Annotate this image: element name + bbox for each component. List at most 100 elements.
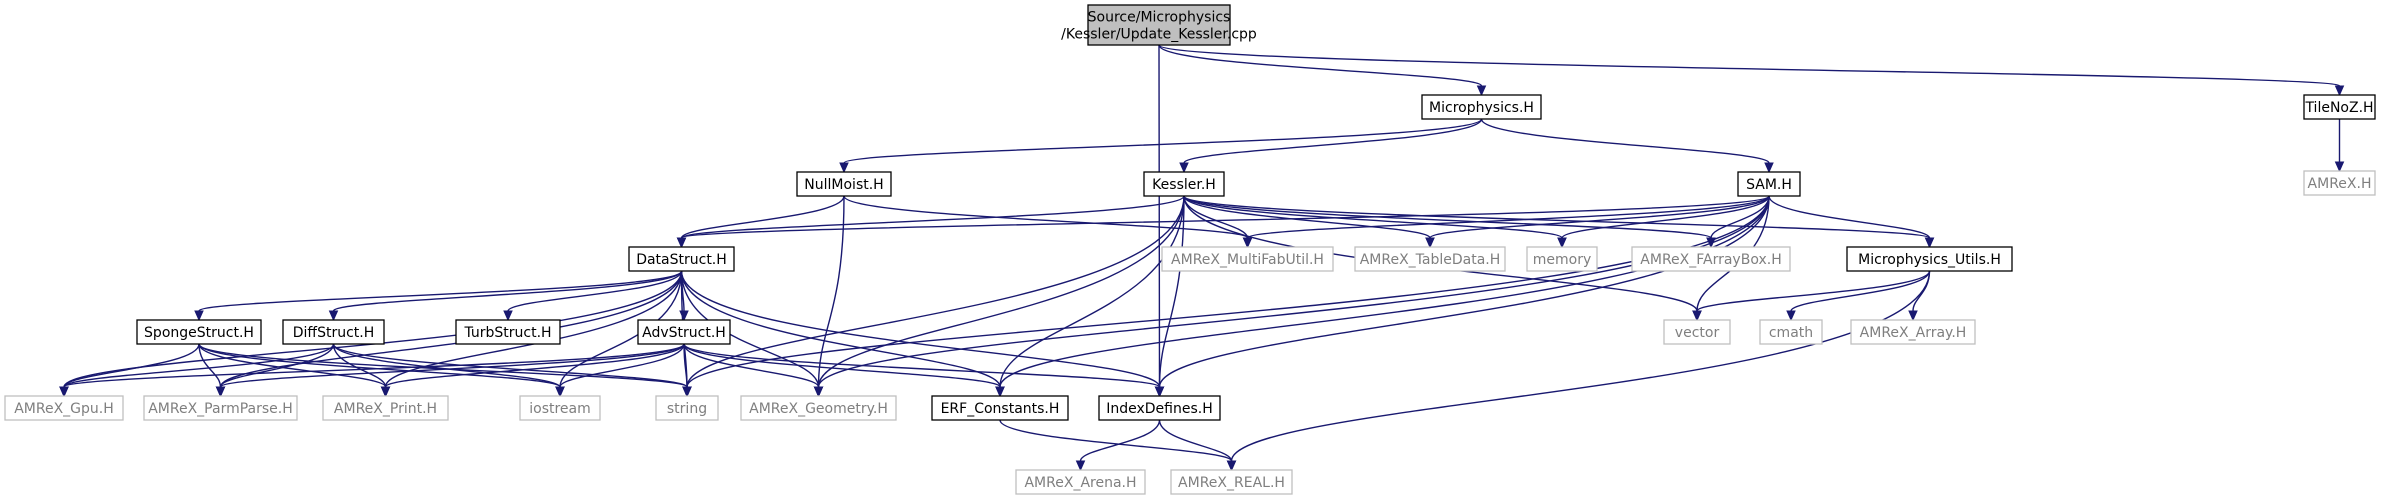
node-amrex-array[interactable]: AMReX_Array.H [1850, 319, 1976, 345]
node-root[interactable]: Source/Microphysics/Kessler/Update_Kessl… [1061, 4, 1257, 46]
node-advstruct[interactable]: AdvStruct.H [637, 319, 731, 345]
dependency-edge [1075, 419, 1161, 472]
node-label: TileNoZ.H [2304, 100, 2373, 116]
node-box [1526, 246, 1598, 272]
node-box [628, 246, 735, 272]
node-erf-constants[interactable]: ERF_Constants.H [931, 395, 1069, 421]
node-diffstruct[interactable]: DiffStruct.H [282, 319, 385, 345]
node-box [1354, 246, 1506, 272]
node-box [1421, 94, 1542, 120]
node-tabledata[interactable]: AMReX_TableData.H [1354, 246, 1506, 272]
node-amrex-arena[interactable]: AMReX_Arena.H [1015, 469, 1146, 495]
node-box [655, 395, 719, 421]
dependency-edge [555, 343, 685, 398]
dependency-edge [1179, 118, 1483, 174]
node-label: AMReX_Print.H [334, 401, 437, 417]
node-microutils[interactable]: Microphysics_Utils.H [1846, 246, 2013, 272]
node-multifabutil[interactable]: AMReX_MultiFabUtil.H [1161, 246, 1334, 272]
node-label: DiffStruct.H [293, 325, 374, 341]
node-label: DataStruct.H [636, 252, 727, 268]
dependency-edge [1158, 44, 2345, 97]
node-tilenoz[interactable]: TileNoZ.H [2303, 94, 2376, 120]
node-amrex-print[interactable]: AMReX_Print.H [322, 395, 449, 421]
dependency-edge [1158, 44, 1487, 97]
node-label: AdvStruct.H [642, 325, 726, 341]
node-microphysics[interactable]: Microphysics.H [1421, 94, 1542, 120]
node-amrex-real[interactable]: AMReX_REAL.H [1170, 469, 1293, 495]
node-box [2303, 170, 2376, 196]
node-kessler[interactable]: Kessler.H [1143, 171, 1225, 197]
node-iostream[interactable]: iostream [519, 395, 601, 421]
node-box [1663, 319, 1731, 345]
node-turbstruct[interactable]: TurbStruct.H [455, 319, 561, 345]
node-label: AMReX_Arena.H [1024, 475, 1136, 491]
node-box [143, 395, 298, 421]
dependency-edge [215, 343, 335, 398]
dependency-edge [676, 195, 845, 249]
node-nullmoist[interactable]: NullMoist.H [796, 171, 892, 197]
dependency-edge [1480, 118, 1774, 174]
node-label: AMReX_MultiFabUtil.H [1171, 252, 1324, 268]
node-label: AMReX_Geometry.H [749, 401, 888, 417]
node-sam[interactable]: SAM.H [1737, 171, 1801, 197]
node-label: AMReX_REAL.H [1178, 475, 1285, 491]
dependency-edge [194, 270, 683, 322]
node-label: IndexDefines.H [1106, 401, 1213, 417]
dependency-edge [1786, 270, 1931, 322]
dependency-edge [328, 270, 683, 322]
node-label: Source/Microphysics [1088, 10, 1231, 26]
dependency-edge [682, 195, 1770, 398]
node-box [1161, 246, 1334, 272]
dependency-edge [1425, 195, 1770, 249]
dependency-edge [1768, 195, 1935, 249]
edge-layer [59, 44, 2345, 472]
dependency-edge [1158, 419, 1237, 472]
dependency-edge [215, 343, 685, 398]
node-spongestruct[interactable]: SpongeStruct.H [136, 319, 262, 345]
dependency-edge [683, 343, 1005, 398]
node-box [519, 395, 601, 421]
node-parmparse[interactable]: AMReX_ParmParse.H [143, 395, 298, 421]
node-memory[interactable]: memory [1526, 246, 1598, 272]
node-datastruct[interactable]: DataStruct.H [628, 246, 735, 272]
dependency-edge [682, 343, 692, 398]
node-box [1631, 246, 1791, 272]
node-label: SAM.H [1746, 177, 1792, 193]
dependency-edge [683, 343, 824, 398]
node-label: NullMoist.H [804, 177, 883, 193]
node-box [1737, 171, 1801, 197]
node-label: SpongeStruct.H [144, 325, 254, 341]
node-amrex-h[interactable]: AMReX.H [2303, 170, 2376, 196]
node-geometry[interactable]: AMReX_Geometry.H [740, 395, 897, 421]
dependency-edge [2334, 118, 2345, 173]
node-box [136, 319, 262, 345]
node-label: AMReX_TableData.H [1360, 252, 1501, 268]
node-label: string [667, 401, 707, 417]
dependency-edge [503, 270, 683, 322]
node-cmath[interactable]: cmath [1759, 319, 1823, 345]
node-box [1143, 171, 1225, 197]
node-box [1850, 319, 1976, 345]
node-box [796, 171, 892, 197]
node-box [931, 395, 1069, 421]
node-label: Microphysics_Utils.H [1858, 252, 2001, 268]
node-box [282, 319, 385, 345]
node-label: AMReX_FArrayBox.H [1640, 252, 1781, 268]
dependency-edge [682, 195, 1185, 398]
node-box [1846, 246, 2013, 272]
dependency-edge [1242, 195, 1770, 249]
node-label: AMReX_ParmParse.H [148, 401, 293, 417]
dependency-edge [1557, 195, 1770, 249]
node-label: Kessler.H [1152, 177, 1216, 193]
dependency-edge [1183, 195, 1567, 249]
node-label: /Kessler/Update_Kessler.cpp [1061, 27, 1257, 43]
node-indexdefines[interactable]: IndexDefines.H [1098, 395, 1221, 421]
node-label: cmath [1769, 325, 1813, 341]
node-farraybox[interactable]: AMReX_FArrayBox.H [1631, 246, 1791, 272]
dependency-edge [380, 343, 685, 398]
node-string[interactable]: string [655, 395, 719, 421]
node-amrex-gpu[interactable]: AMReX_Gpu.H [4, 395, 124, 421]
node-vector[interactable]: vector [1663, 319, 1731, 345]
node-label: Microphysics.H [1429, 100, 1534, 116]
